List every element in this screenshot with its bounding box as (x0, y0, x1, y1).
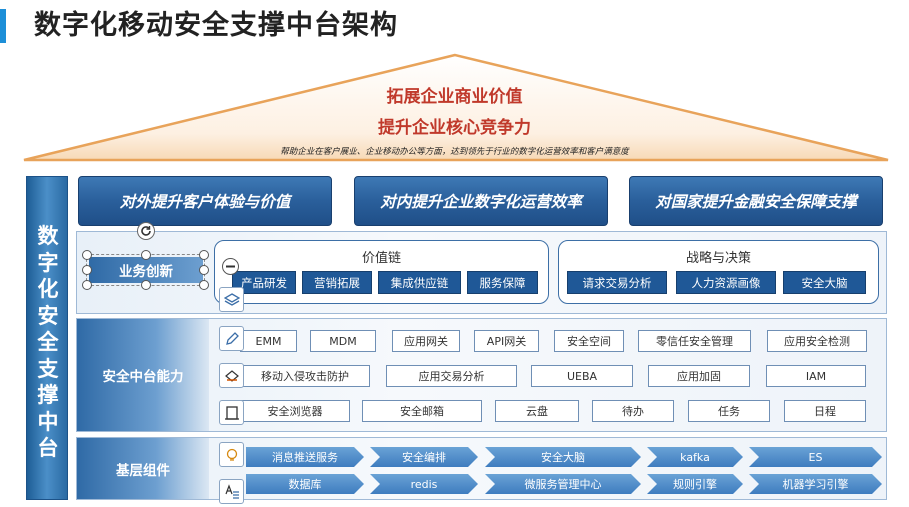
base-component: 机器学习引擎 (749, 474, 882, 494)
resize-handle[interactable] (82, 280, 92, 290)
capability-item: 安全浏览器 (240, 400, 350, 422)
capability-item: IAM (766, 365, 866, 387)
strategy-title: 战略与决策 (685, 251, 751, 266)
capability-item: 日程 (784, 400, 866, 422)
capability-item: 安全邮箱 (362, 400, 482, 422)
resize-handle[interactable] (199, 265, 209, 275)
base-component: 安全大脑 (485, 447, 641, 467)
capability-item: 应用交易分析 (386, 365, 517, 387)
resize-handle[interactable] (141, 280, 151, 290)
resize-handle[interactable] (199, 280, 209, 290)
business-innovation-label: 业务创新 (89, 257, 203, 283)
base-component: 消息推送服务 (246, 447, 364, 467)
goal-national: 对国家提升金融安全保障支撑 (629, 176, 883, 226)
roof-subtitle: 帮助企业在客户展业、企业移动办公等方面，达到领先于行业的数字化运营效率和客户满意… (280, 147, 629, 157)
vertical-pillar-label: 数字化安全支撑中台 (37, 223, 59, 460)
base-components-label: 基层组件 (77, 438, 209, 499)
capability-item: 移动入侵攻击防护 (240, 365, 370, 387)
pen-icon[interactable] (219, 326, 244, 351)
capability-item: 零信任安全管理 (638, 330, 751, 352)
resize-handle[interactable] (82, 265, 92, 275)
base-component: 数据库 (246, 474, 364, 494)
value-chain-item: 服务保障 (467, 271, 538, 294)
page-title: 数字化移动安全支撑中台架构 (34, 10, 398, 41)
refresh-icon[interactable] (137, 222, 155, 240)
base-component: 规则引擎 (647, 474, 743, 494)
goal-internal: 对内提升企业数字化运营效率 (354, 176, 608, 226)
capability-item: 云盘 (495, 400, 579, 422)
capability-item: 应用安全检测 (767, 330, 867, 352)
roof-triangle (23, 53, 889, 162)
roof-headline-1: 拓展企业商业价值 (386, 87, 523, 107)
capability-item: API网关 (474, 330, 539, 352)
strategy-item: 人力资源画像 (676, 271, 776, 294)
title-accent-bar (0, 9, 6, 43)
capability-item: 应用加固 (648, 365, 750, 387)
capability-item: EMM (240, 330, 297, 352)
strategy-item: 请求交易分析 (567, 271, 667, 294)
capability-item: 任务 (688, 400, 770, 422)
shield-icon[interactable] (219, 363, 244, 388)
capability-item: UEBA (531, 365, 633, 387)
bulb-icon[interactable] (219, 442, 244, 467)
value-chain-title: 价值链 (361, 251, 401, 266)
base-component: 微服务管理中心 (485, 474, 641, 494)
strategy-item: 安全大脑 (783, 271, 866, 294)
capability-item: MDM (310, 330, 376, 352)
vertical-pillar: 数字化安全支撑中台 (26, 176, 68, 500)
resize-handle[interactable] (82, 250, 92, 260)
resize-handle[interactable] (199, 250, 209, 260)
frame-icon[interactable] (219, 400, 244, 425)
value-chain-item: 集成供应链 (378, 271, 461, 294)
resize-handle[interactable] (141, 250, 151, 260)
capability-item: 安全空间 (554, 330, 624, 352)
value-chain-item: 营销拓展 (302, 271, 372, 294)
security-capability-label: 安全中台能力 (77, 319, 209, 431)
roof-headline-2: 提升企业核心竞争力 (378, 118, 531, 138)
layers-icon[interactable] (219, 287, 244, 312)
value-chain-item: 产品研发 (232, 271, 296, 294)
base-component: kafka (647, 447, 743, 467)
base-component: ES (749, 447, 882, 467)
capability-item: 应用网关 (392, 330, 460, 352)
base-component: 安全编排 (370, 447, 478, 467)
text-icon[interactable] (219, 479, 244, 504)
capability-item: 待办 (592, 400, 674, 422)
base-component: redis (370, 474, 478, 494)
goal-external: 对外提升客户体验与价值 (78, 176, 332, 226)
minus-icon[interactable] (222, 258, 239, 275)
